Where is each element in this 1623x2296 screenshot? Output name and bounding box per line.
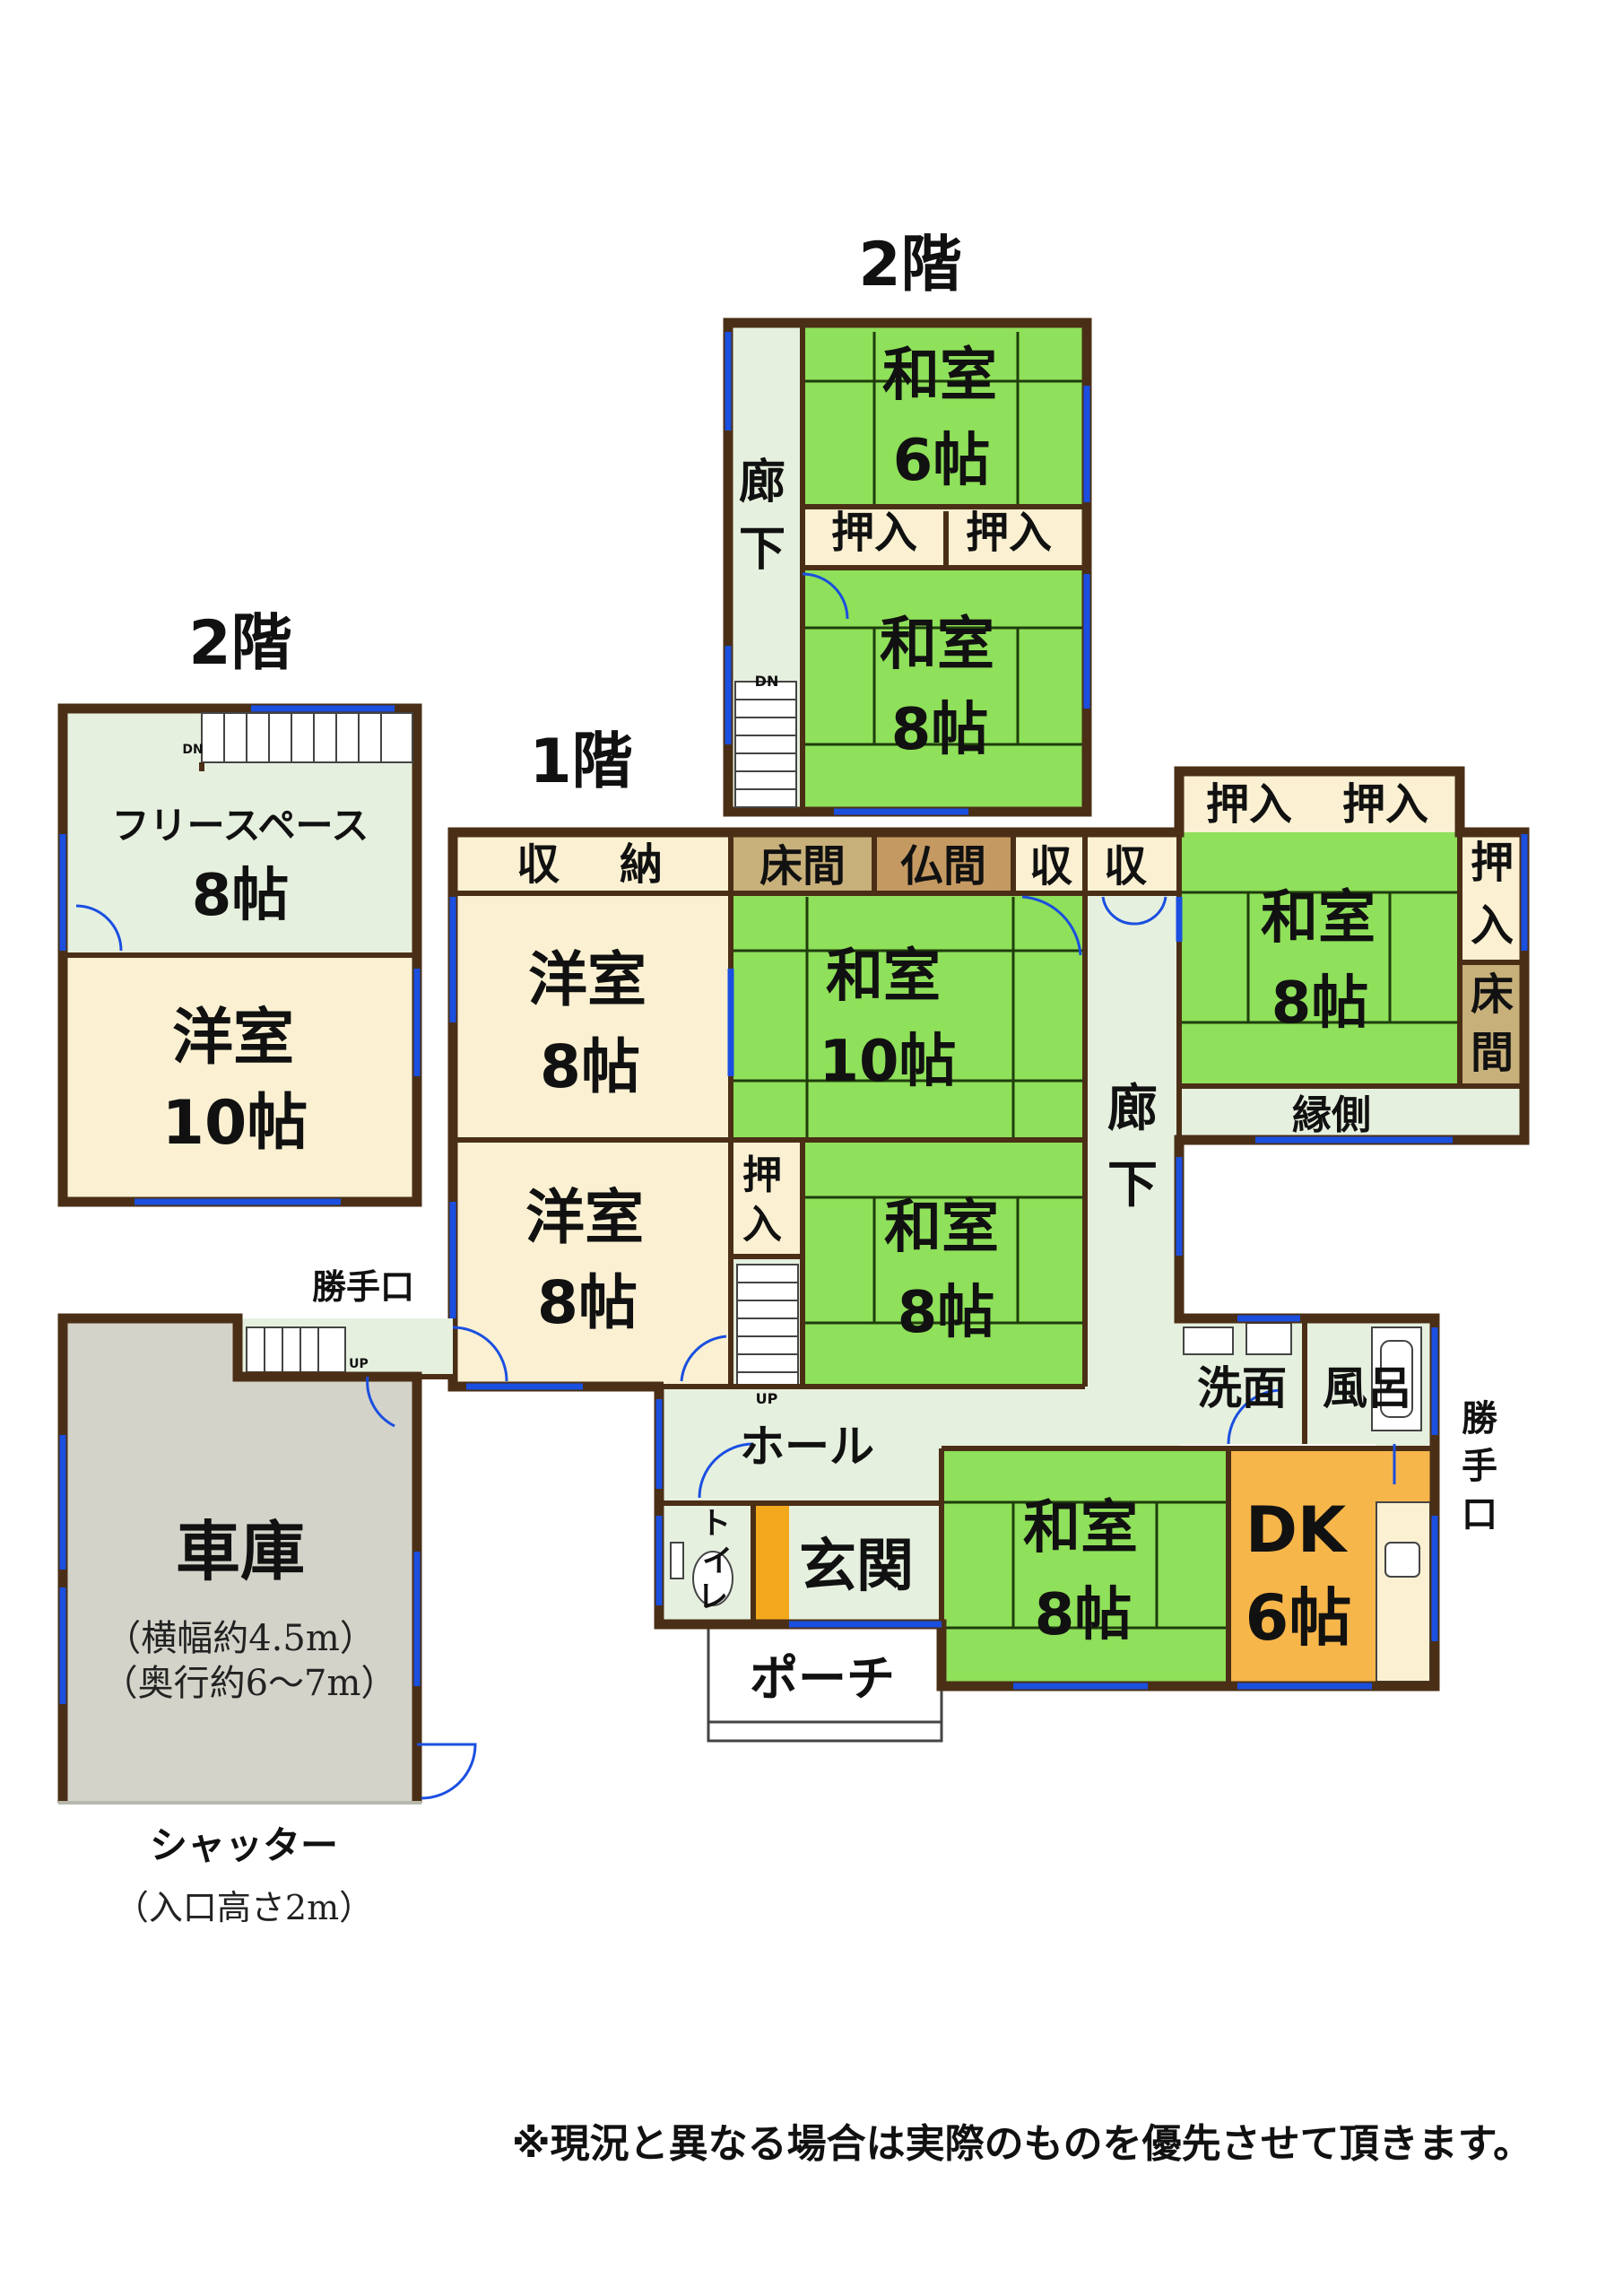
disclaimer-note: ※現況と異なる場合は実際のものを優先させて頂きます。 (512, 2121, 1532, 2167)
storage-label: 収 (516, 839, 560, 890)
engawa (1179, 1086, 1524, 1140)
shutter-height: （入口高さ2m） (115, 1888, 373, 1927)
room-size: 8帖 (537, 1268, 638, 1337)
storage-label: 収 (1029, 841, 1072, 891)
tokonoma1 (731, 832, 874, 893)
shutter-label: シャッター (150, 1823, 338, 1867)
getabako (753, 1503, 789, 1624)
porch-label: ポーチ (750, 1650, 895, 1707)
room-size: 8帖 (898, 1280, 995, 1346)
storage-label: 収 (1104, 841, 1147, 891)
shuunou (453, 832, 731, 893)
floor-label-2f-east: 2階 (858, 230, 961, 300)
katteguchi-label: 勝 (1462, 1398, 1498, 1439)
furo-label: 風呂 (1323, 1362, 1412, 1414)
room-name: 和室 (884, 1195, 999, 1261)
upper-west-block (57, 703, 422, 1207)
katteguchi-label: 勝手口 (312, 1267, 414, 1307)
genkan-label: 玄関 (799, 1534, 914, 1600)
room-name: 和室 (882, 343, 997, 409)
room-name: 洋室 (528, 945, 647, 1014)
engawa-label: 縁側 (1292, 1092, 1371, 1138)
storage-label: 納 (620, 839, 663, 890)
oshiire-label: 押 (1471, 838, 1514, 888)
room-size: 6帖 (893, 428, 991, 494)
east-oshiire (1175, 771, 1460, 832)
stair-label: DN (182, 743, 203, 757)
garage-width: （横幅約4.5m） (105, 1618, 376, 1659)
room-size: 8帖 (1035, 1582, 1133, 1648)
genkan (789, 1503, 942, 1624)
garage (63, 1318, 417, 1803)
room-size: 8帖 (1271, 970, 1369, 1037)
toilet-label: レ (698, 1579, 728, 1615)
butsuma (874, 832, 1013, 893)
oshiire-label: 押 (742, 1152, 782, 1198)
shuu-area (1013, 832, 1179, 893)
tokonoma-label: 床間 (759, 841, 846, 891)
east-toko (1460, 962, 1524, 1086)
room-size: 10帖 (162, 1088, 308, 1159)
garage-block (57, 1313, 477, 1805)
room-size: 8帖 (891, 697, 989, 763)
toilet-label: ト (700, 1506, 731, 1542)
washitsu8-east (1179, 832, 1460, 1086)
rouka (1085, 893, 1179, 1445)
oshiire-side (731, 1140, 803, 1257)
stair-label: UP (756, 1390, 778, 1407)
west-youshitsu10 (63, 955, 417, 1202)
room-name: 和室 (1261, 885, 1376, 952)
oshiire-label: 押入 (831, 508, 917, 558)
stair-label: UP (349, 1357, 369, 1371)
room-name: 和室 (880, 612, 994, 678)
stair-label: DN (755, 673, 779, 690)
oshiire-label: 押入 (1342, 779, 1428, 830)
room-size: 10帖 (819, 1029, 956, 1095)
youshitsu8a (453, 893, 731, 1140)
oshiire-label: 押入 (1206, 779, 1292, 830)
mid-stair (736, 1264, 799, 1387)
tokonoma-label: 床 (1471, 970, 1514, 1020)
corridor-label: 廊 (1107, 1080, 1158, 1138)
room-name: 洋室 (172, 1003, 294, 1074)
oshiire-label: 入 (742, 1202, 782, 1248)
katteguchi-label: 口 (1462, 1494, 1497, 1535)
room-size: 6帖 (1245, 1581, 1352, 1655)
east-oshi (1460, 832, 1524, 962)
corridor-label: 廊 (739, 456, 785, 509)
up-stair (734, 681, 797, 808)
butsuma-label: 仏間 (900, 841, 986, 891)
toilet-label: イ (702, 1544, 733, 1579)
washitsu10 (731, 893, 1085, 1140)
room-name: DK (1245, 1493, 1349, 1567)
corridor-label: 下 (1107, 1156, 1158, 1214)
west-stair (199, 712, 413, 771)
room-name: 和室 (826, 944, 941, 1010)
up-washitsu6 (803, 327, 1087, 507)
washitsu8-south (942, 1448, 1228, 1686)
garage-label: 車庫 (176, 1514, 305, 1589)
room-name: フリースペース (112, 804, 369, 848)
up-washitsu8 (803, 568, 1087, 812)
senmen-label: 洗面 (1197, 1362, 1287, 1414)
floor-label-2f-west: 2階 (188, 608, 291, 679)
room-size: 8帖 (540, 1032, 640, 1101)
garage-depth: （奥行約6～7m） (102, 1663, 397, 1704)
hall-label: ホール (740, 1421, 874, 1473)
upper-east-block (723, 317, 1092, 817)
room-name: 和室 (1023, 1495, 1138, 1561)
youshitsu8b (453, 1140, 731, 1387)
room-name: 洋室 (525, 1183, 644, 1252)
katteguchi-label: 手 (1462, 1446, 1497, 1487)
labels: 2階 2階 1階 和室 6帖 押入 押入 和室 8帖 廊 下 DN フリースペー… (102, 230, 1533, 2167)
first-floor (447, 766, 1530, 1743)
room-size: 8帖 (192, 863, 290, 929)
floor-label-1f: 1階 (529, 726, 632, 797)
washitsu8-mid (803, 1140, 1085, 1387)
oshiire-label: 入 (1471, 900, 1514, 951)
oshiire-label: 押入 (966, 508, 1052, 558)
corridor-label: 下 (739, 523, 785, 577)
tokonoma-label: 間 (1471, 1028, 1514, 1078)
